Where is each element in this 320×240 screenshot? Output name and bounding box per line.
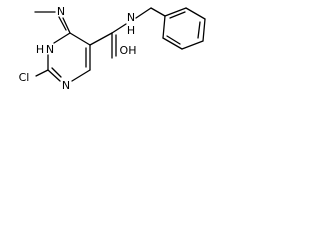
bond-n1-c2-inner: [51, 67, 62, 78]
bond-c6-n1: [71, 69, 91, 82]
bond-c4-c5: [69, 32, 91, 46]
bond-c2-cl: [35, 69, 49, 77]
benzene-inner-1: [169, 11, 186, 19]
benzene-inner-3: [166, 35, 181, 45]
benzene-bond-1: [164, 7, 187, 17]
atom-h-amide: H: [127, 24, 135, 37]
molecule-structure: N N H OH H N Cl N: [19, 5, 206, 92]
atom-h-ring-n: H: [36, 43, 44, 56]
bond-c5-carbonyl: [89, 32, 113, 46]
bond-n-c4: [62, 17, 71, 34]
bond-ch2-ring: [150, 7, 166, 17]
benzene-bond-4: [181, 40, 204, 50]
atom-n-ring-3: N: [46, 43, 54, 56]
bond-carbonyl-n: [111, 23, 127, 34]
benzene-bond-6: [162, 15, 166, 39]
bond-c4-n-double: [58, 16, 67, 31]
atom-n-amide: N: [127, 11, 135, 24]
bond-n-ch2: [135, 7, 152, 19]
benzene-inner-2: [197, 21, 201, 39]
bond-n1-c2: [47, 69, 61, 82]
atom-n-ring-1: N: [62, 79, 70, 92]
benzene-bond-3: [202, 18, 206, 42]
benzene-bond-2: [185, 7, 206, 20]
atom-n-methylamino: N: [57, 5, 65, 18]
atom-oh: OH: [120, 44, 137, 57]
atom-cl: Cl: [19, 71, 30, 84]
benzene-bond-5: [162, 37, 183, 50]
bond-n3-c4: [53, 32, 71, 44]
